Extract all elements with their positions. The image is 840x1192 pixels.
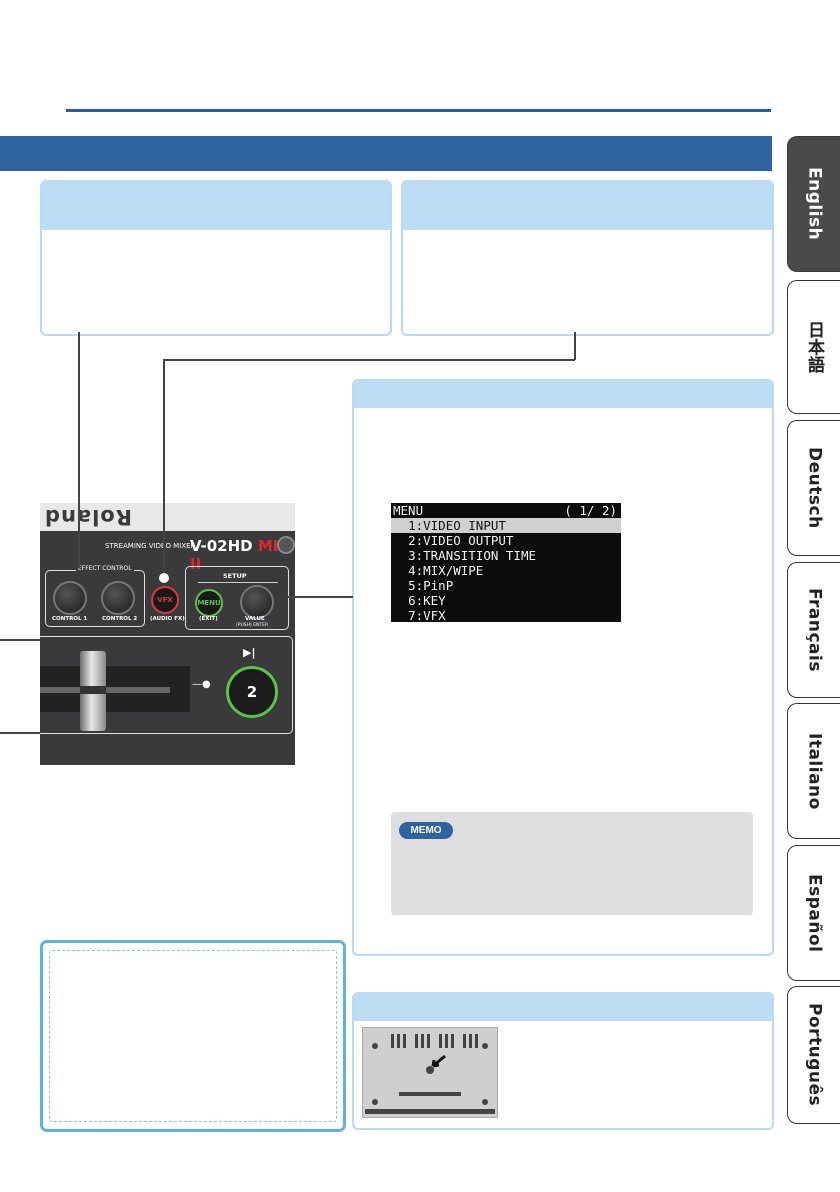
lcd-item-label: 2:VIDEO OUTPUT	[408, 533, 514, 548]
lang-tab-francais[interactable]: Français	[787, 562, 840, 698]
lang-tab-portugues[interactable]: Português	[787, 986, 840, 1124]
device-top-strip: Roland	[40, 503, 295, 531]
device-model-name: V-02HD	[190, 537, 253, 555]
callout-box-right-header	[403, 182, 772, 230]
lcd-item-label: 7:VFX	[408, 608, 446, 622]
lang-tab-japanese[interactable]: 日本語	[787, 280, 840, 414]
tip-box-dashed	[49, 950, 337, 1122]
lcd-item: 2:VIDEO OUTPUT	[391, 533, 621, 548]
lang-tab-espanol[interactable]: Español	[787, 845, 840, 981]
lang-tab-label: Italiano	[804, 732, 825, 810]
leader-line	[574, 332, 576, 360]
control1-label: CONTROL 1	[52, 616, 88, 622]
value-knob[interactable]	[240, 585, 274, 619]
lang-tab-label: English	[804, 167, 825, 241]
lang-tab-deutsch[interactable]: Deutsch	[787, 420, 840, 556]
vfx-button[interactable]: VFX	[151, 586, 179, 614]
lcd-item: 3:TRANSITION TIME	[391, 548, 621, 563]
tbar-handle-band	[80, 686, 106, 694]
lcd-item: 7:VFX	[391, 608, 621, 622]
channel-2-button[interactable]: 2	[226, 666, 278, 718]
bottom-view-illustration	[363, 1028, 497, 1117]
setup-underline	[198, 582, 278, 583]
leader-line	[163, 359, 575, 361]
lcd-item-label: 3:TRANSITION TIME	[408, 548, 536, 563]
lang-tab-italiano[interactable]: Italiano	[787, 703, 840, 839]
bottom-panel-header	[354, 994, 772, 1021]
tip-box	[40, 940, 346, 1132]
lcd-item: 4:MIX/WIPE	[391, 563, 621, 578]
lcd-item-label: 6:KEY	[408, 593, 446, 608]
menu-button[interactable]: MENU	[195, 589, 223, 617]
audio-fx-label: (AUDIO FX)	[150, 616, 185, 622]
leader-line	[0, 639, 40, 641]
lang-tab-label: Français	[804, 588, 825, 672]
lcd-item-label: 4:MIX/WIPE	[408, 563, 484, 578]
tbar-indicator: —●	[192, 679, 211, 690]
header-rule	[66, 109, 771, 112]
transition-group	[40, 636, 293, 734]
lang-tab-label: 日本語	[804, 320, 824, 374]
vfx-callout-dot	[158, 572, 170, 584]
leader-line	[78, 332, 80, 568]
leader-line	[287, 596, 353, 598]
value-label: VALUE	[245, 616, 265, 622]
lcd-title: MENU	[393, 503, 424, 518]
device-model-prefix: STREAMING VIDEO MIXER	[105, 542, 196, 550]
section-title-bar	[0, 136, 772, 171]
setup-group	[185, 566, 289, 630]
lang-tab-label: Español	[804, 873, 825, 953]
menu-button-label: MENU	[197, 599, 221, 607]
vfx-button-label: VFX	[157, 596, 173, 604]
bottom-panel-box	[352, 992, 774, 1130]
lcd-item-label: 5:PinP	[408, 578, 454, 593]
callout-box-right	[401, 180, 774, 336]
play-icon: ▶|	[243, 646, 256, 659]
lcd-item: 1:VIDEO INPUT	[391, 518, 621, 533]
control1-knob[interactable]	[53, 581, 87, 615]
menu-box-header	[354, 381, 772, 408]
callout-box-left-header	[42, 182, 390, 230]
bottom-view-image	[362, 1027, 498, 1118]
callout-box-left	[40, 180, 392, 336]
memo-box: MEMO	[391, 812, 753, 915]
lcd-title-row: MENU ( 1/ 2)	[391, 503, 621, 518]
lang-tab-label: Português	[804, 1003, 825, 1107]
lcd-page: ( 1/ 2)	[564, 503, 617, 518]
lcd-item: 6:KEY	[391, 593, 621, 608]
leader-line	[163, 359, 165, 573]
control2-label: CONTROL 2	[102, 616, 138, 622]
lang-tab-english[interactable]: English	[787, 136, 840, 272]
control2-knob[interactable]	[101, 581, 135, 615]
lang-tab-label: Deutsch	[804, 447, 825, 529]
effect-control-label: EFFECT CONTROL	[76, 565, 134, 572]
exit-label: (EXIT)	[199, 616, 218, 622]
memo-badge: MEMO	[399, 822, 453, 839]
roland-logo: Roland	[44, 505, 132, 529]
lcd-item-label: 1:VIDEO INPUT	[408, 518, 506, 533]
channel-2-label: 2	[246, 683, 258, 701]
setup-label: SETUP	[223, 572, 247, 580]
power-indicator	[277, 536, 295, 554]
lcd-item: 5:PinP	[391, 578, 621, 593]
leader-line	[0, 732, 40, 734]
lcd-screen: MENU ( 1/ 2) 1:VIDEO INPUT 2:VIDEO OUTPU…	[391, 503, 621, 622]
device-panel-illustration: Roland STREAMING VIDEO MIXER V-02HD MK I…	[40, 503, 295, 765]
push-enter-label: (PUSH) ENTER	[236, 623, 269, 628]
